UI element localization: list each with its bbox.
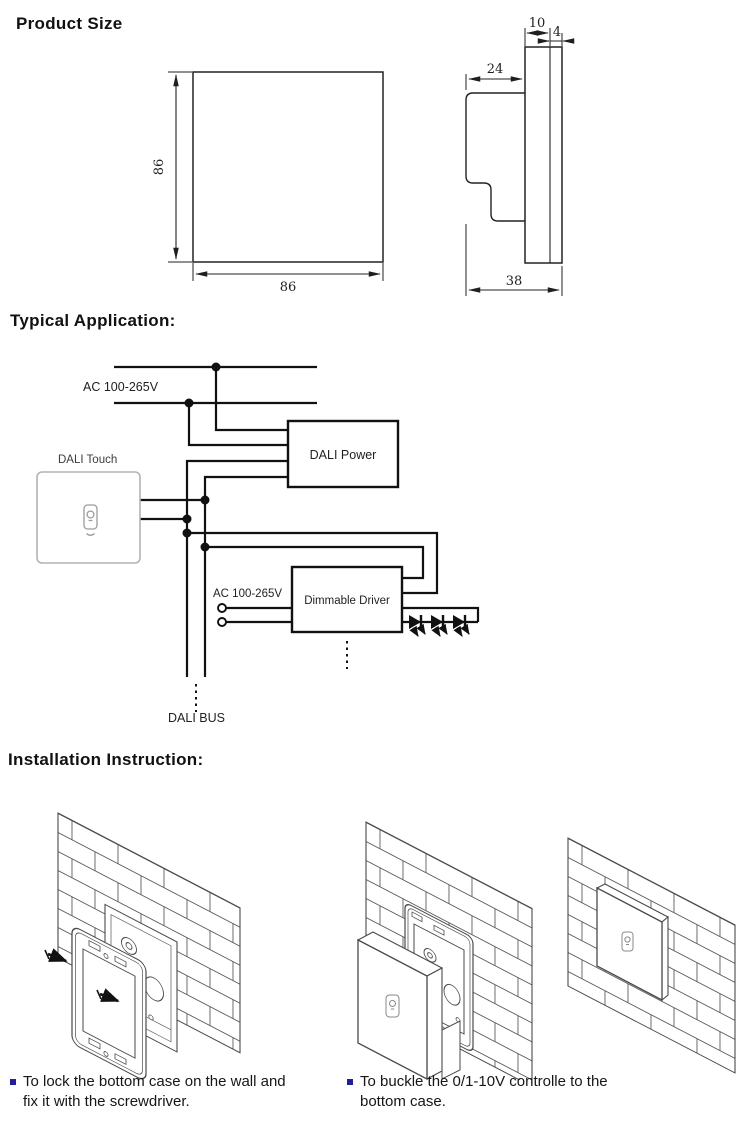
step1-line2: fix it with the screwdriver. [23,1093,190,1110]
front-view [168,71,384,281]
step2-line1: To buckle the 0/1-10V controlle to the [360,1073,608,1090]
controller-panel-3d [356,931,461,1080]
screw-icons [44,948,120,1003]
dali-power-box [286,419,400,489]
typical-application-title: Typical Application: [10,311,176,330]
dali-touch-panel [36,471,141,564]
front-width-label: 86 [280,280,297,295]
led-symbols [409,615,470,637]
step2-line2: bottom case. [360,1093,446,1110]
driver-ac-label: AC 100-265V [213,588,282,600]
dimmable-driver-box [290,565,404,634]
install-step1-illustration [44,812,241,1080]
wiring-diagram: AC 100-265V DALI Touch DALI Power AC 100… [36,362,480,725]
led-icon [409,615,426,637]
side-body-outline [465,92,525,222]
side-glass-label: 4 [553,25,561,40]
bullet-square-icon [347,1079,353,1085]
dali-power-label: DALI Power [310,448,377,462]
side-total-label: 38 [506,274,523,289]
mounted-panel-3d [595,883,669,1002]
led-icon [431,615,448,637]
instruction-step-1-text: To lock the bottom case on the wall and … [23,1072,286,1112]
driver-terminal-2 [217,617,227,627]
step1-line1: To lock the bottom case on the wall and [23,1073,286,1090]
ac-input-label: AC 100-265V [83,380,159,394]
install-step2-illustration [356,821,533,1080]
side-plate-outline [524,46,563,264]
touch-bulb-icon [83,504,98,536]
instruction-step-2: To buckle the 0/1-10V controlle to the b… [347,1072,677,1112]
touch-bulb-icon [385,994,400,1018]
bullet-square-icon [10,1079,16,1085]
led-icon [453,615,470,637]
product-size-drawing: 86 86 10 4 24 3 [152,16,575,296]
installation-illustrations [44,812,736,1080]
instruction-step-2-text: To buckle the 0/1-10V controlle to the b… [360,1072,608,1112]
driver-terminal-1 [217,603,227,613]
front-panel-outline [192,71,384,263]
instruction-step-1: To lock the bottom case on the wall and … [10,1072,335,1112]
dali-bus-label: DALI BUS [168,711,225,725]
bottom-case-frame [71,927,147,1080]
junction-dots [182,362,221,552]
front-height-label: 86 [152,159,167,176]
side-view [465,28,575,296]
dimmable-driver-label: Dimmable Driver [304,595,390,607]
touch-bulb-icon [621,931,634,952]
dali-touch-label: DALI Touch [58,454,117,466]
side-body-depth-label: 24 [487,62,504,77]
install-step3-illustration [567,837,736,1074]
side-frame-label: 10 [529,16,546,31]
product-size-title: Product Size [16,14,123,33]
installation-title: Installation Instruction: [8,750,204,769]
